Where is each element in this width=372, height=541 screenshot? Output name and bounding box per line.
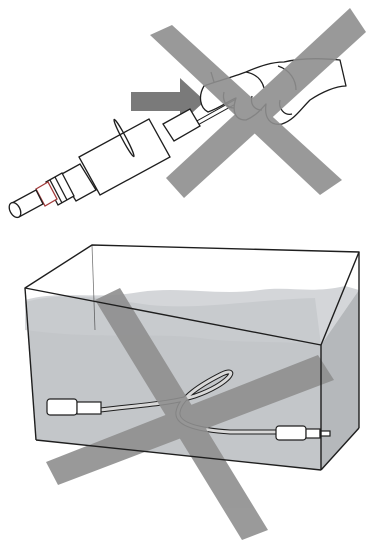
do-not-pull-cable-by-hand-icon xyxy=(7,8,366,219)
do-not-immerse-in-water-icon xyxy=(25,245,359,540)
